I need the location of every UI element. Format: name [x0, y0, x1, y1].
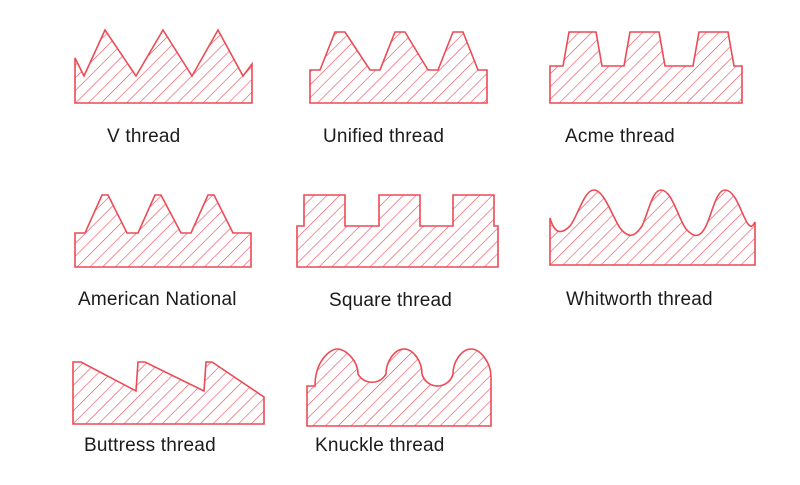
buttress-thread-label: Buttress thread [84, 435, 216, 456]
v-thread-label: V thread [107, 126, 181, 147]
v-thread-profile [74, 28, 253, 104]
square-thread-profile [296, 194, 499, 268]
buttress-thread-profile [72, 361, 265, 425]
unified-thread-label: Unified thread [323, 126, 445, 147]
unified-thread-profile [309, 31, 488, 104]
square-thread-label: Square thread [329, 290, 453, 311]
whitworth-thread-profile [549, 189, 756, 266]
american-national-profile [74, 194, 252, 268]
knuckle-thread-profile [306, 348, 492, 427]
acme-thread-profile [549, 31, 743, 104]
american-national-label: American National [78, 289, 237, 310]
whitworth-thread-label: Whitworth thread [566, 289, 713, 310]
acme-thread-label: Acme thread [565, 126, 675, 147]
knuckle-thread-label: Knuckle thread [315, 435, 445, 456]
